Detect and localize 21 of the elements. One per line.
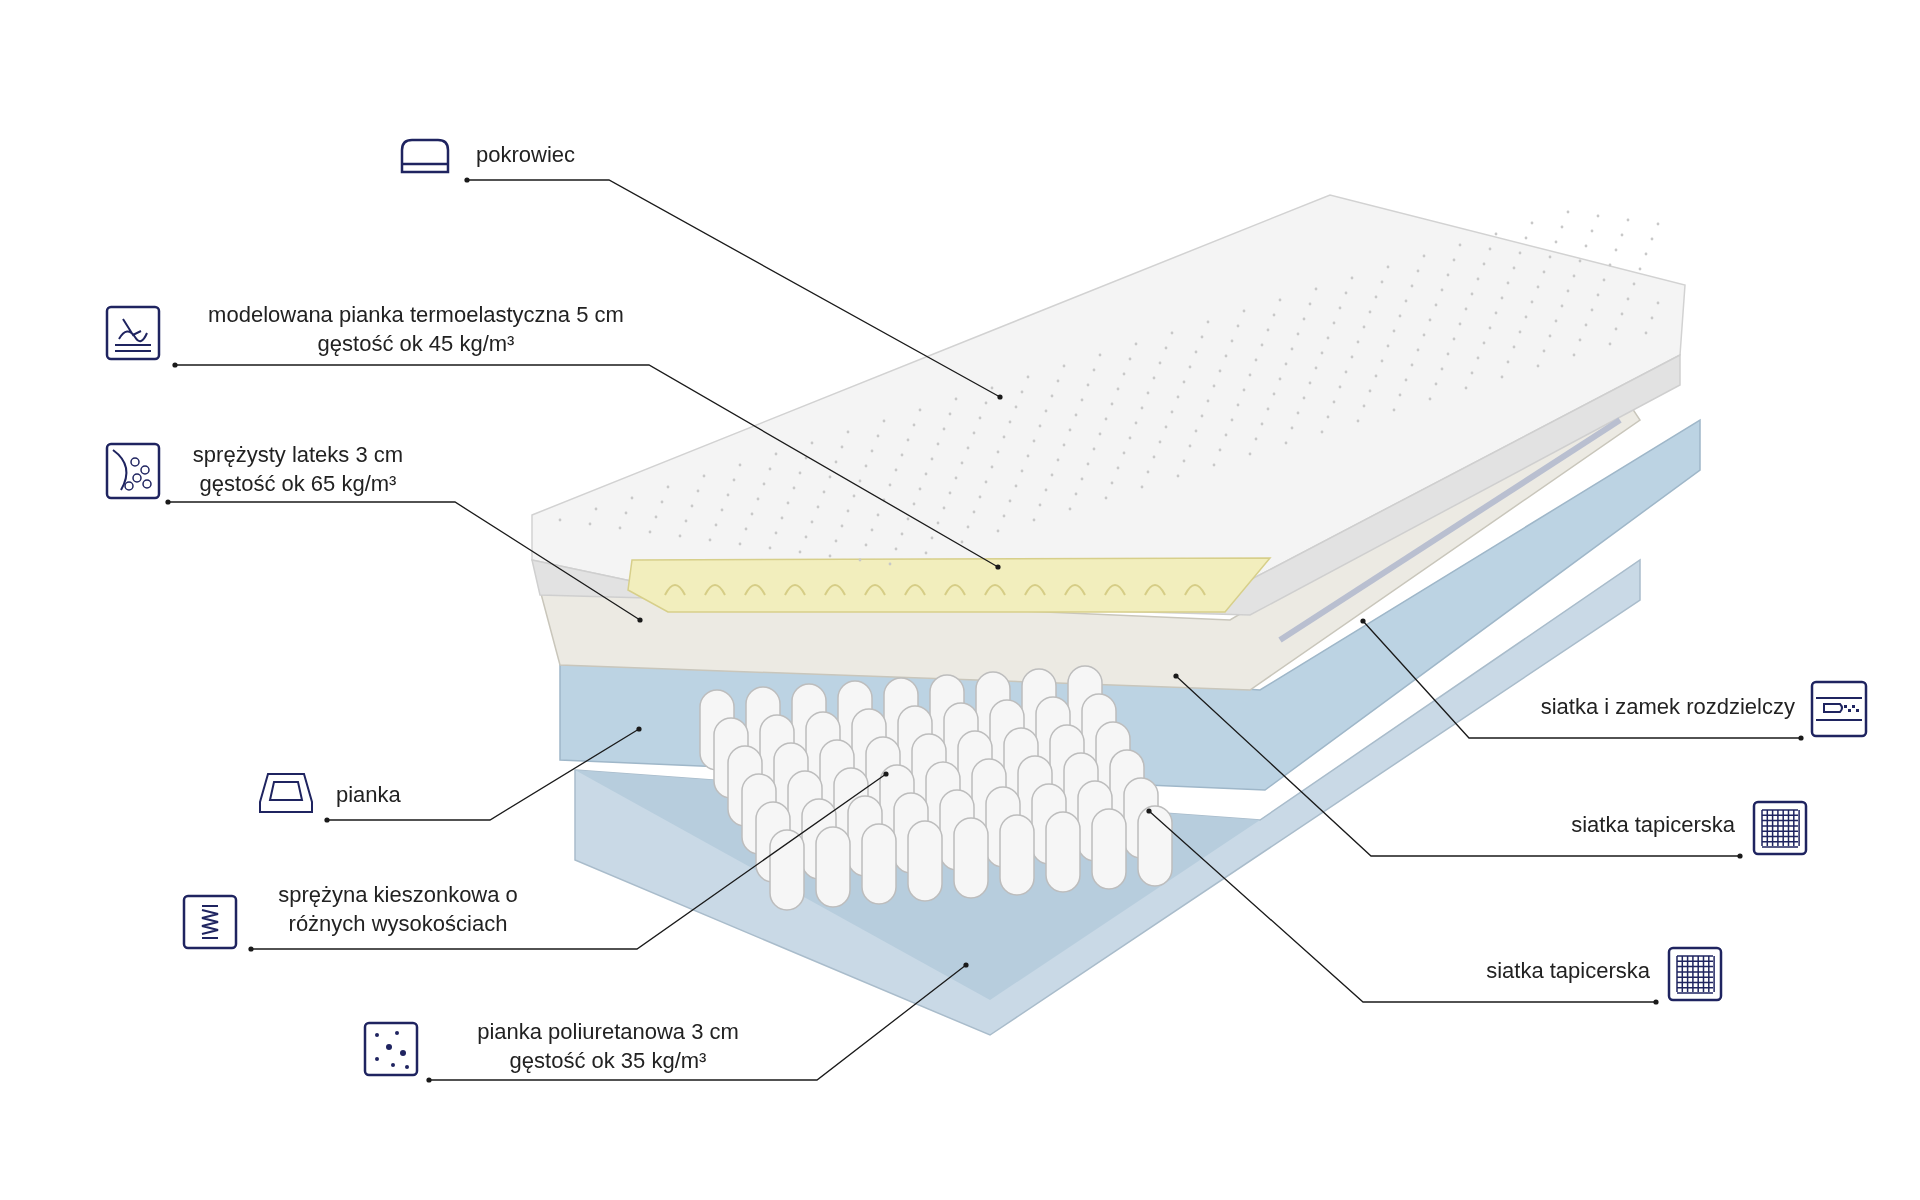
callout-text: sprężyna kieszonkowa o różnych wysokościach [277, 881, 519, 938]
callout-text: gęstość ok 35 kg/m³ [508, 1047, 708, 1075]
callout-text: pianka poliuretanowa 3 cm [476, 1018, 740, 1046]
leader-line [1146, 808, 1659, 1005]
callout-text: pianka [336, 781, 402, 809]
callout-text: sprężysty lateks 3 cm [191, 441, 405, 469]
leader-line [1360, 618, 1804, 741]
leader-line [172, 362, 1001, 570]
callout-text: modelowana pianka termoelastyczna 5 cm [207, 301, 625, 329]
callout-text: pokrowiec [476, 141, 577, 169]
leader-line [248, 771, 889, 952]
callout-text: gęstość ok 65 kg/m³ [198, 470, 398, 498]
leader-line [426, 962, 969, 1083]
leader-line [324, 726, 642, 823]
callout-text: siatka i zamek rozdzielczy [1539, 693, 1795, 721]
leader-line [1173, 673, 1743, 859]
leader-line [464, 177, 1003, 400]
leader-line [165, 499, 643, 623]
callout-text: siatka tapicerska [1570, 811, 1735, 839]
callout-text: siatka tapicerska [1485, 957, 1650, 985]
callout-text: gęstość ok 45 kg/m³ [316, 330, 516, 358]
